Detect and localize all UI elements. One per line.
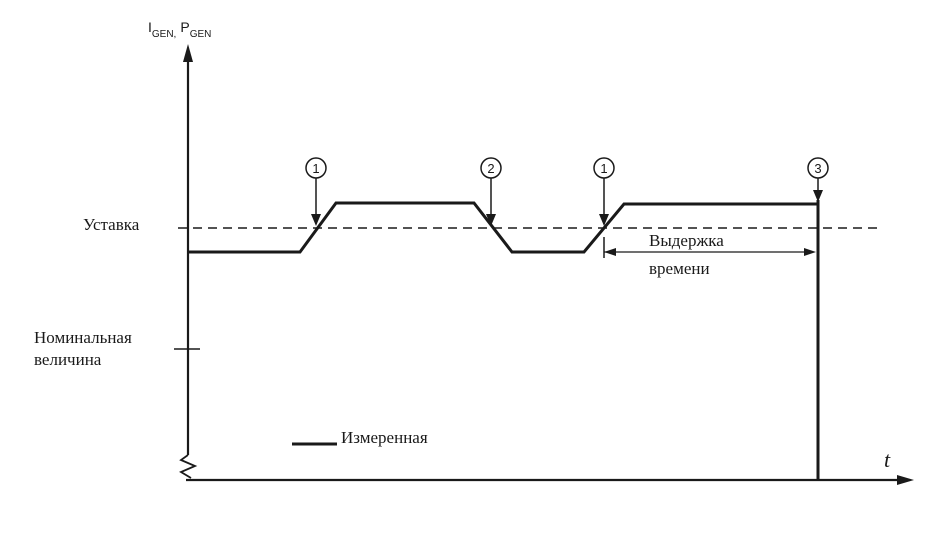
y-label-i-sub: GEN, [152,29,176,40]
x-axis-arrowhead [897,475,914,485]
marker-3: 3 [807,157,829,202]
marker-1b: 1 [593,157,615,226]
x-axis-label: t [884,447,891,472]
marker-arrowhead [813,190,823,202]
legend-measured-label: Измеренная [341,428,428,447]
legend: Измеренная [292,428,428,447]
marker-arrowhead [599,214,609,226]
marker-label: 2 [487,161,494,176]
setpoint-label: Уставка [83,215,140,234]
y-label-i: I [148,19,152,35]
marker-label: 3 [814,161,821,176]
marker-arrowhead [311,214,321,226]
nominal-label-line1: Номинальная [34,328,132,347]
time-delay-arrowhead-right [804,248,816,256]
marker-1a: 1 [305,157,327,226]
y-label-p-sub: GEN [190,29,212,40]
marker-arrowhead [486,214,496,226]
y-axis-arrowhead [183,44,193,62]
time-delay-label-line2: времени [649,259,710,278]
measured-signal [188,201,818,254]
time-delay-label-line1: Выдержка [649,231,724,250]
marker-label: 1 [600,161,607,176]
time-delay-arrowhead-left [604,248,616,256]
nominal-label-line2: величина [34,350,102,369]
time-delay-bracket [603,237,816,258]
y-axis-break [179,454,198,479]
marker-2: 2 [480,157,502,226]
axes [174,44,914,485]
y-label-p: P [180,19,189,35]
marker-label: 1 [312,161,319,176]
y-axis-label: IGEN, PGEN [148,19,211,40]
